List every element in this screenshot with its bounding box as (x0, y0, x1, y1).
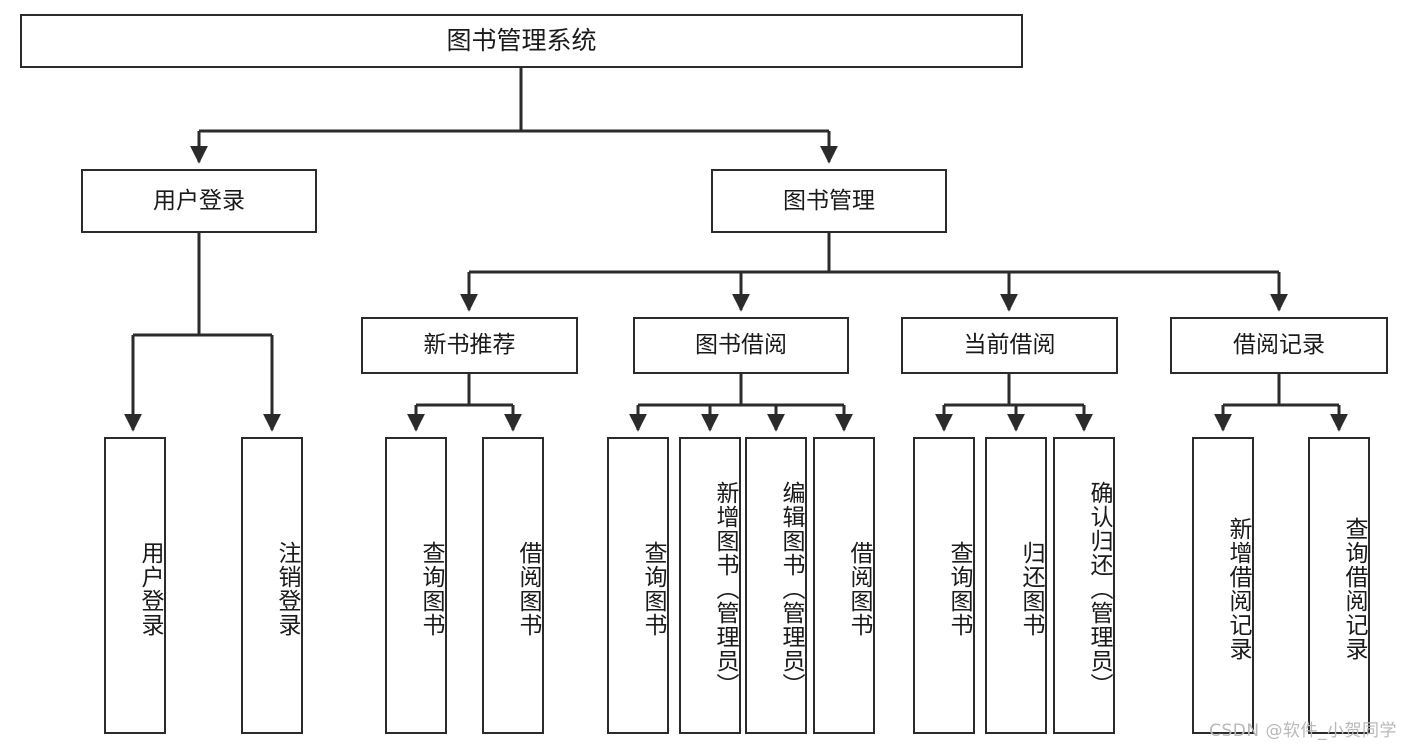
csdn-watermark: CSDN @软件_小贺同学 (1209, 721, 1397, 741)
node-leaf-borrow-book-1[interactable]: 借阅图书 (482, 437, 544, 734)
node-book-borrow[interactable]: 图书借阅 (633, 317, 849, 374)
leaf-label: 编辑图书（管理员） (778, 480, 804, 697)
node-leaf-query-record[interactable]: 查询借阅记录 (1308, 437, 1370, 734)
node-user-login[interactable]: 用户登录 (81, 169, 317, 233)
node-leaf-confirm-return[interactable]: 确认归还（管理员） (1053, 437, 1115, 734)
node-leaf-return-book[interactable]: 归还图书 (985, 437, 1047, 734)
node-leaf-user-login[interactable]: 用户登录 (104, 437, 166, 734)
node-new-book-recommend[interactable]: 新书推荐 (361, 317, 578, 374)
leaf-label: 用户登录 (137, 540, 163, 637)
leaf-label: 查询借阅记录 (1341, 516, 1367, 661)
leaf-label: 查询图书 (946, 540, 972, 637)
leaf-label: 查询图书 (640, 540, 666, 637)
node-current-borrow[interactable]: 当前借阅 (901, 317, 1118, 374)
leaf-label: 新增借阅记录 (1225, 516, 1251, 661)
leaf-label: 归还图书 (1018, 540, 1044, 637)
leaf-label: 借阅图书 (515, 540, 541, 637)
node-leaf-borrow-book-2[interactable]: 借阅图书 (813, 437, 875, 734)
node-leaf-query-book-1[interactable]: 查询图书 (385, 437, 447, 734)
leaf-label: 注销登录 (274, 540, 300, 637)
leaf-label: 借阅图书 (846, 540, 872, 637)
node-leaf-edit-book-admin[interactable]: 编辑图书（管理员） (745, 437, 807, 734)
node-borrow-record[interactable]: 借阅记录 (1170, 317, 1388, 374)
leaf-label: 确认归还（管理员） (1086, 480, 1112, 697)
node-leaf-query-book-2[interactable]: 查询图书 (607, 437, 669, 734)
leaf-label: 查询图书 (418, 540, 444, 637)
node-leaf-add-record[interactable]: 新增借阅记录 (1192, 437, 1254, 734)
node-leaf-user-logout[interactable]: 注销登录 (241, 437, 303, 734)
node-leaf-query-book-3[interactable]: 查询图书 (913, 437, 975, 734)
node-leaf-add-book-admin[interactable]: 新增图书（管理员） (679, 437, 741, 734)
leaf-label: 新增图书（管理员） (712, 480, 738, 697)
node-root-book-management-system[interactable]: 图书管理系统 (20, 14, 1023, 68)
node-book-management[interactable]: 图书管理 (711, 169, 947, 233)
